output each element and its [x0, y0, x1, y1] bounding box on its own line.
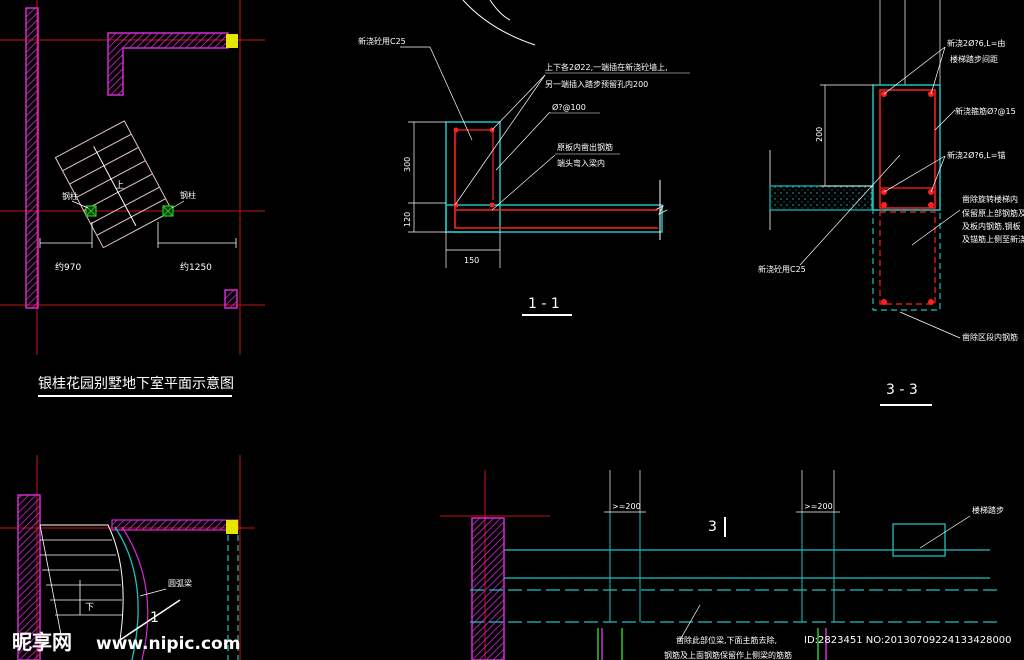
watermark-logo: 昵享网	[12, 630, 72, 654]
label-step-spacing: 楼梯踏步间距	[950, 54, 998, 64]
slab-concrete	[769, 185, 873, 211]
wall-left	[25, 7, 39, 309]
watermark: 昵享网 www.nipic.com ID:2823451 NO:20130709…	[12, 630, 1012, 654]
label-stair-step: 楼梯踏步	[972, 505, 1004, 515]
section-mark-1: 1	[150, 610, 159, 626]
label-rebar-line1: 上下各2Ø22,一端插在新浇砼墙上,	[545, 62, 668, 72]
steel-column-left-label: 钢柱	[62, 191, 78, 201]
dim-120: 120	[403, 212, 412, 227]
lower-left-detail: 下 圆弧梁 1	[0, 455, 255, 660]
section-1-1: 新浇砼用C25 上下各2Ø22,一端插在新浇砼墙上, 另一端插入踏步预留孔内20…	[358, 0, 690, 316]
dim-970: 约970	[55, 261, 81, 273]
stair-up-mark: 上	[115, 180, 124, 191]
lower-right-elevation: >=200 >=200 3 楼梯踏步 凿除此部位梁,下面主筋去除, 钢筋及上面钢…	[440, 470, 1004, 660]
section-3-3-label: 3 - 3	[886, 382, 918, 398]
label-rebar-line2: 另一端插入踏步预留孔内200	[545, 79, 648, 89]
section-1-1-label: 1 - 1	[528, 296, 560, 312]
watermark-id: ID:2823451 NO:20130709224133428000	[804, 635, 1012, 646]
note-33-line3: 及板内钢筋,钢板	[962, 221, 1021, 231]
note-33-line2: 保留原上部钢筋及	[962, 208, 1024, 218]
wall-top	[107, 32, 229, 96]
plan-view: 上 钢柱 钢柱 约970 约1250 银桂花园别墅地下室平面示意图	[0, 0, 265, 397]
watermark-site: www.nipic.com	[96, 634, 240, 654]
label-slab-line2: 端头弯入梁内	[557, 158, 605, 168]
note-lower-line1: 凿除此部位梁,下面主筋去除,	[676, 635, 777, 645]
label-top-rebar: 新浇2Ø?6,L=由	[947, 38, 1005, 48]
label-concrete-c25-33: 新浇砼用C25	[758, 264, 806, 274]
label-new-stirrup: 新浇箍筋Ø?@15	[955, 106, 1016, 116]
dim-ge-200-b: >=200	[804, 502, 833, 511]
note-lower-line2: 钢筋及上面钢筋保留作上侧梁的筋筋	[664, 650, 792, 660]
dim-150: 150	[464, 256, 479, 265]
label-stirrup: Ø?@100	[552, 102, 586, 112]
label-concrete-c25: 新浇砼用C25	[358, 36, 406, 46]
steel-column-right-label: 钢柱	[180, 190, 196, 200]
label-mid-rebar: 新浇2Ø?6,L=锚	[947, 150, 1005, 160]
note-33-line4: 及锚筋上侧至新浇	[962, 234, 1024, 244]
dim-200: 200	[815, 127, 824, 142]
stair-plan	[54, 120, 173, 249]
note-33-line1: 凿除旋转楼梯内	[962, 194, 1018, 204]
dim-300: 300	[403, 157, 412, 172]
plan-title: 银桂花园别墅地下室平面示意图	[38, 375, 234, 392]
label-arc-beam: 圆弧梁	[168, 578, 192, 588]
dim-ge-200-a: >=200	[612, 502, 641, 511]
stair-down-mark: 下	[85, 603, 94, 613]
corner-marker	[226, 34, 238, 48]
label-slab-line1: 原板内凿出钢筋	[557, 142, 613, 152]
section-3-3: 200 新浇2Ø?6,L=由 楼梯踏步间距 新浇箍筋Ø?@15 新浇2Ø?6,L…	[758, 0, 1024, 406]
dim-1250: 约1250	[180, 261, 212, 273]
section-mark-3: 3	[708, 519, 717, 535]
label-removed-rebar: 凿除区段内钢筋	[962, 332, 1018, 342]
wall-stub	[224, 289, 238, 309]
